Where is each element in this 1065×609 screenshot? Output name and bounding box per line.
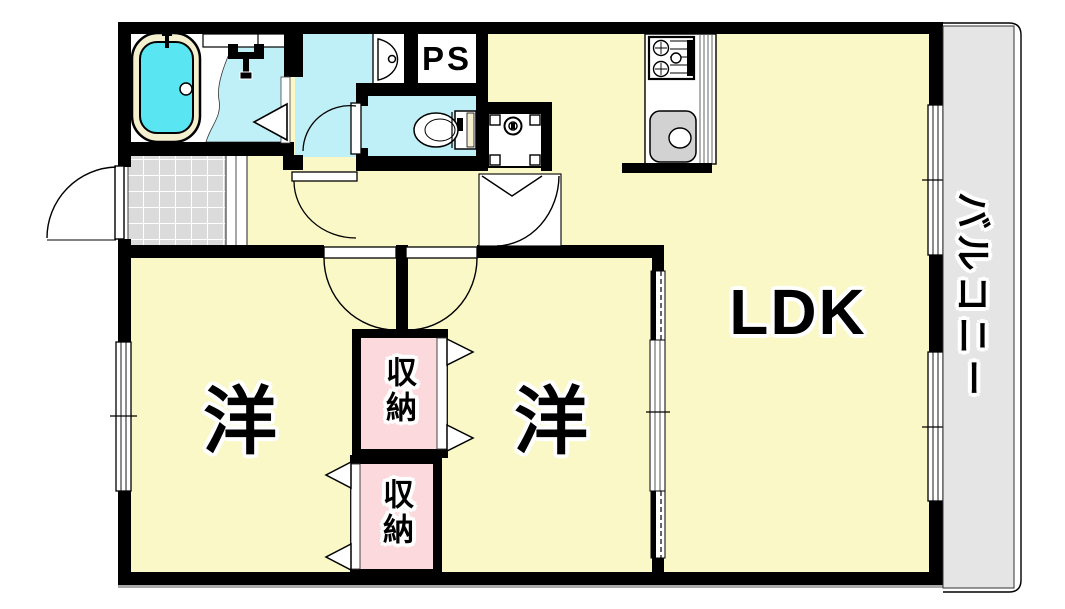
closet-lower [324, 455, 442, 578]
wall-bottom [118, 572, 943, 585]
balcony-label-text: バルコニー [952, 191, 994, 401]
closet-upper-fold-door-icon [446, 423, 475, 453]
balcony [942, 22, 1022, 593]
wall-shadow [118, 585, 943, 588]
stove-icon [647, 35, 696, 81]
closet-lower-label: 収納 [378, 478, 413, 548]
wall-right-mid [929, 255, 943, 352]
ldk-label: LDK [729, 276, 867, 348]
kitchen-sink-icon [649, 110, 697, 163]
window-left-bedroom [110, 341, 137, 492]
walls [118, 22, 943, 585]
wall-left-mid [118, 239, 131, 342]
washroom-door-icon [291, 171, 358, 239]
bedroom-left-door-icon [323, 246, 397, 331]
toilet-icon [413, 110, 477, 150]
closet-upper-label: 収納 [381, 356, 416, 426]
balcony-floor [942, 25, 1015, 589]
sliding-door-partition [646, 270, 670, 559]
window-ldk-upper [922, 104, 949, 256]
entry-step [225, 154, 248, 248]
balcony-railing [943, 22, 1022, 593]
washer-pan-icon [487, 112, 543, 168]
ps-room [416, 34, 478, 84]
wall-right-upper [929, 22, 943, 105]
ldk-door-icon [478, 173, 562, 247]
wall-left-upper [118, 22, 131, 167]
shower-mixer-icon [228, 44, 264, 80]
bath-folding-door-icon [252, 76, 291, 144]
wall-bedroom-divider-stub [396, 245, 408, 333]
closet-lower-fold-door-icon [324, 460, 352, 490]
entry-tile [127, 154, 227, 248]
closet-upper-fold-door-icon [446, 337, 475, 367]
bedroom-right-door-icon [405, 246, 478, 331]
counter-edge-lines [699, 34, 713, 164]
toilet-door-icon [302, 102, 362, 155]
balcony-label: バルコニー [926, 150, 1020, 442]
wall-left-lower [118, 491, 131, 585]
western-room-left-label: 洋 [203, 380, 277, 463]
bathtub-icon [130, 24, 202, 144]
washbasin-icon [372, 31, 407, 87]
kitchen-counter [644, 33, 717, 165]
window-ldk-lower [922, 351, 949, 502]
doors [46, 76, 562, 331]
closet-lower-fold-door-icon [324, 542, 352, 572]
pipe-space-label: PS [421, 40, 473, 77]
bath-counter [202, 33, 287, 48]
wall-top [118, 22, 943, 34]
closet-upper [352, 329, 475, 458]
entry-door-icon [46, 165, 125, 241]
western-room-right-label: 洋 [514, 380, 588, 463]
wall-right-lower [929, 501, 943, 585]
